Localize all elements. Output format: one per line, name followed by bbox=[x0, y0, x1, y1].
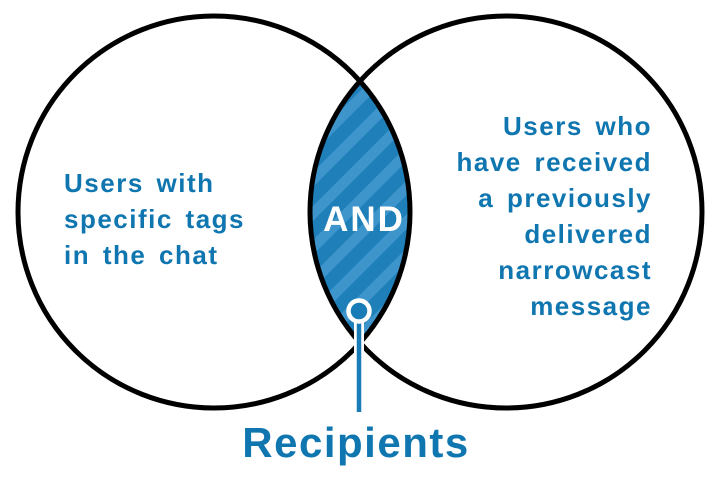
intersection-region bbox=[309, 81, 411, 343]
label-line: specific tags bbox=[64, 204, 246, 234]
left-circle bbox=[15, 13, 413, 411]
label-line: a previously bbox=[478, 183, 652, 213]
label-line: have received bbox=[456, 147, 652, 177]
left-circle-label: Users with specific tags in the chat bbox=[64, 165, 245, 273]
recipients-label: Recipients bbox=[242, 419, 470, 466]
right-circle-label: Users who have received a previously del… bbox=[456, 108, 652, 324]
label-line: Users with bbox=[64, 168, 215, 198]
label-line: delivered bbox=[524, 219, 652, 249]
pin-marker bbox=[346, 298, 372, 324]
label-line: Users who bbox=[503, 111, 652, 141]
label-line: in the chat bbox=[64, 240, 219, 270]
label-line: message bbox=[530, 291, 652, 321]
and-label: AND bbox=[323, 200, 405, 239]
right-circle bbox=[307, 13, 705, 411]
label-line: narrowcast bbox=[498, 255, 652, 285]
